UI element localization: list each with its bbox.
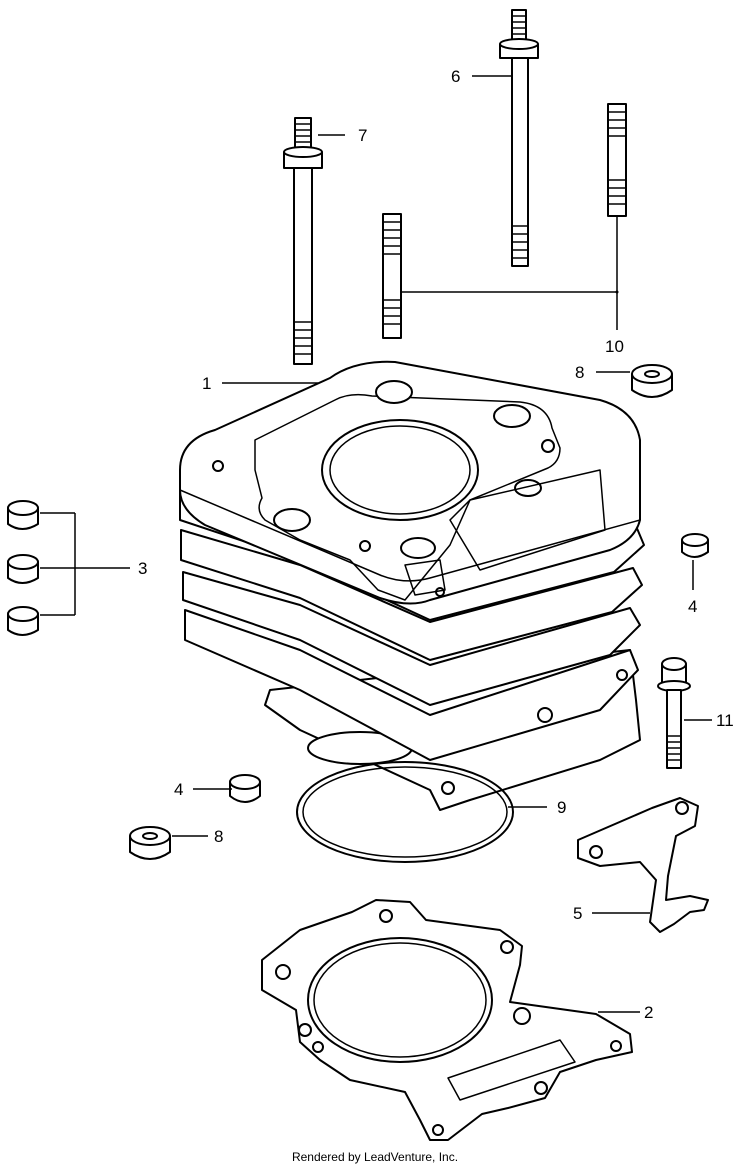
collar-part-3-top[interactable] [7,500,39,530]
dowel-pin-part-10-right[interactable] [607,103,627,217]
o-ring-part-9[interactable] [296,761,514,863]
sealing-washer-part-4-left[interactable] [229,774,261,803]
flange-bolt-part-11[interactable] [657,657,691,769]
callout-10: 10 [605,337,624,356]
stud-bolt-part-6[interactable] [499,9,539,267]
dowel-pin-part-10-left[interactable] [382,213,402,339]
cap-nut-part-8-left[interactable] [129,826,171,860]
callout-4-left: 4 [174,780,183,799]
cylinder-gasket-part-2[interactable] [261,899,633,1141]
callout-8-left: 8 [214,827,223,846]
callout-4-right: 4 [688,597,697,616]
callout-1: 1 [202,374,211,393]
callout-5: 5 [573,904,582,923]
callout-6: 6 [451,67,460,86]
callout-11: 11 [716,711,734,730]
stud-bolt-part-7[interactable] [283,117,323,365]
chain-guide-bracket-part-5[interactable] [577,797,709,933]
collar-part-3-bottom[interactable] [7,606,39,636]
collar-part-3-middle[interactable] [7,554,39,584]
callout-9: 9 [557,798,566,817]
cylinder-body-part-1[interactable] [179,360,645,811]
footer-credit: Rendered by LeadVenture, Inc. [291,1150,459,1164]
cap-nut-part-8-right[interactable] [631,364,673,398]
sealing-washer-part-4-right[interactable] [681,533,709,558]
callout-labels: 1 2 3 4 4 5 6 7 8 8 9 10 11 [138,67,734,1022]
callout-8-right: 8 [575,363,584,382]
callout-7: 7 [358,126,367,145]
callout-3: 3 [138,559,147,578]
callout-2: 2 [644,1003,653,1022]
leader-lines [40,75,712,1013]
